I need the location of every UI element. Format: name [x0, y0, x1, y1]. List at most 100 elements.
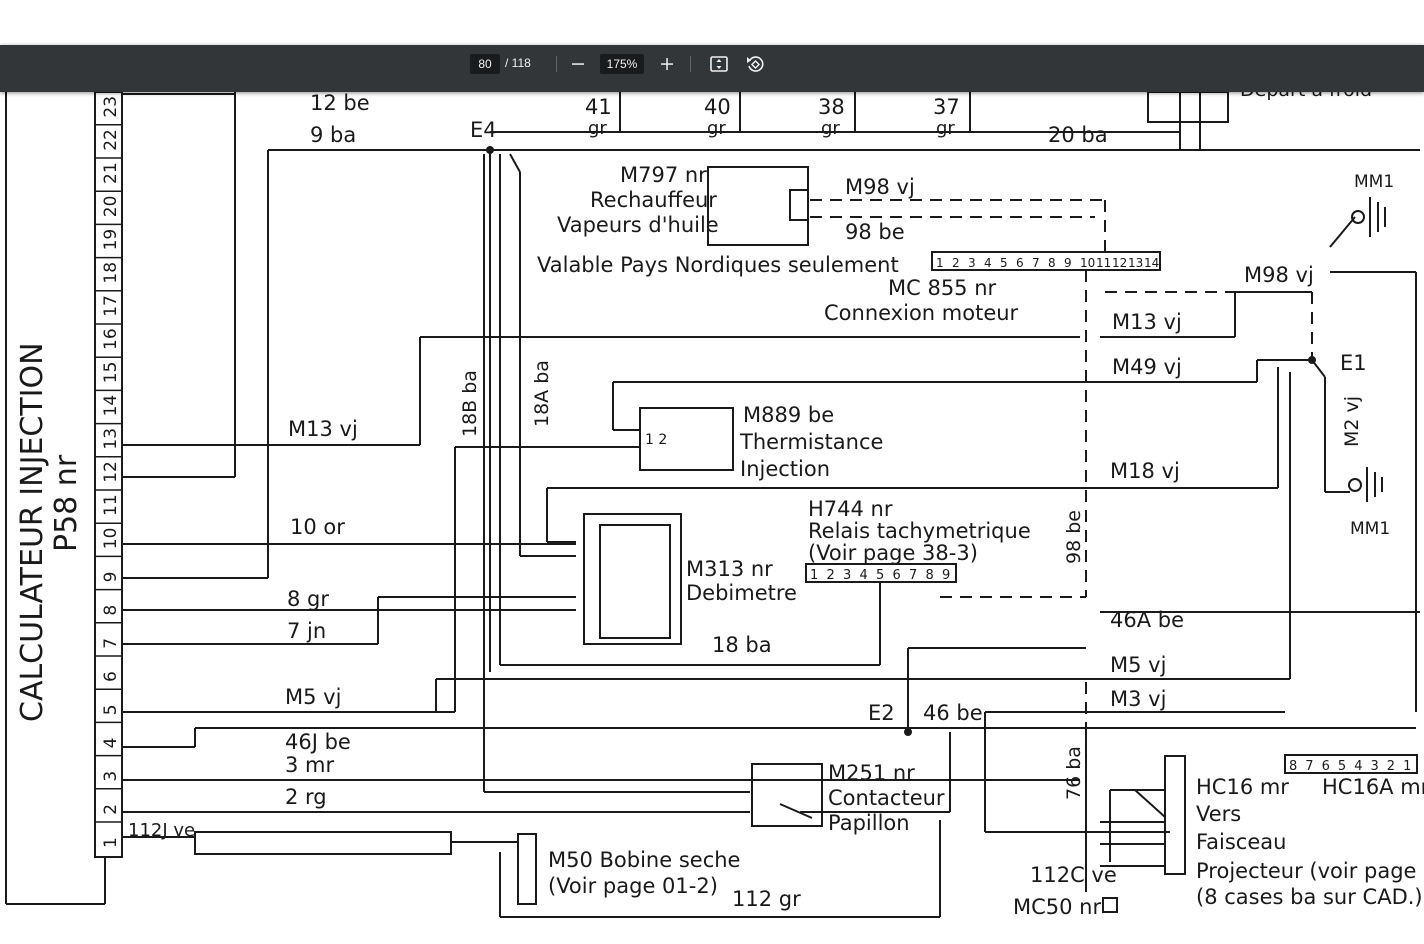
toolbar-divider: [690, 56, 691, 72]
pin-number: 20: [101, 196, 121, 218]
wire-label-7jn: 7 jn: [287, 619, 326, 643]
pin-number: 13: [1128, 256, 1143, 270]
pin-number: 1: [936, 256, 944, 270]
wire-label-20ba: 20 ba: [1048, 123, 1108, 147]
top-wire-40: 40: [704, 95, 731, 119]
pin-number: 23: [101, 96, 121, 118]
pin-number: 2: [101, 804, 121, 815]
m889-name2: Injection: [740, 457, 830, 481]
rotate-button[interactable]: [742, 52, 768, 76]
pin-number: 2: [1387, 759, 1395, 774]
top-wire-41-gr: gr: [588, 118, 607, 139]
pin-number: 17: [101, 295, 121, 317]
hc16-line2: Faisceau: [1196, 830, 1286, 854]
label-e1: E1: [1340, 351, 1367, 375]
pin-number: 3: [101, 771, 121, 782]
plus-icon: [661, 58, 673, 70]
junction-e4: [486, 146, 494, 154]
top-wire-38: 38: [818, 95, 845, 119]
mc855-ref: MC 855 nr: [888, 276, 997, 300]
pin-number: 18: [101, 262, 121, 284]
pin-number: 1: [101, 837, 121, 848]
wire-label-18b: 18B ba: [459, 370, 481, 437]
pin-number: 7: [1305, 759, 1313, 774]
pin-number: 4: [860, 568, 868, 583]
m251-throttle-switch-box: [751, 763, 823, 827]
pin-number: 6: [1322, 759, 1330, 774]
pin-number: 2: [827, 568, 835, 583]
pin-number: 11: [101, 494, 121, 516]
connector-p58-frame: [94, 92, 123, 858]
wire-label-m18: M18 vj: [1110, 459, 1180, 483]
pin-number: 9: [1064, 256, 1072, 270]
pin-number: 14: [1144, 256, 1159, 270]
wire-label-9ba: 9 ba: [310, 123, 356, 147]
pin-number: 3: [1371, 759, 1379, 774]
mc50-ref: MC50 nr: [1013, 895, 1101, 919]
pin-number: 3: [968, 256, 976, 270]
page-number-input[interactable]: [470, 54, 500, 74]
wiring-diagram: CALCULATEUR INJECTION P58 nr 12345678910…: [5, 92, 1424, 919]
zoom-level-input[interactable]: [600, 54, 644, 74]
wire-label-76ba: 76 ba: [1063, 746, 1085, 800]
m797-ref: M797 nr: [620, 163, 707, 187]
pin-number: 7: [101, 638, 121, 649]
m50-ref: M50 Bobine seche: [548, 848, 740, 872]
pin-number: 4: [101, 738, 121, 749]
m251-name1: Contacteur: [828, 786, 945, 810]
wire-label-112j: 112J ve: [128, 820, 195, 841]
wire-label-12be: 12 be: [310, 92, 370, 115]
wire-label-112c: 112C ve: [1030, 863, 1117, 887]
pin-number: 5: [1338, 759, 1346, 774]
toolbar-divider: [556, 56, 557, 72]
wire-label-m5: M5 vj: [285, 685, 341, 709]
zoom-out-button[interactable]: [565, 52, 591, 76]
m313-flowmeter-box: [583, 513, 682, 645]
pin-number: 6: [101, 671, 121, 682]
pin-number: 10: [101, 528, 121, 550]
m797-name2: Vapeurs d'huile: [557, 213, 719, 237]
wire-label-3mr: 3 mr: [285, 753, 334, 777]
hc16-line1: Vers: [1196, 802, 1241, 826]
h744-ref: H744 nr: [808, 497, 893, 521]
pin-number: 16: [101, 328, 121, 350]
wire-label-46j: 46J be: [285, 730, 351, 754]
m251-name2: Papillon: [828, 811, 910, 835]
top-wire-40-gr: gr: [707, 118, 726, 139]
pin-number: 4: [1354, 759, 1362, 774]
top-wire-41: 41: [585, 95, 612, 119]
pin-number: 21: [101, 162, 121, 184]
m889-pins: 1 2: [645, 432, 667, 448]
pin-number: 13: [101, 428, 121, 450]
hc16-connector: [1164, 755, 1186, 875]
wire-label-112gr: 112 gr: [732, 887, 801, 911]
connector-ref: P58 nr: [49, 454, 84, 552]
wire-label-m98-top: M98 vj: [845, 175, 915, 199]
zoom-in-button[interactable]: [654, 52, 680, 76]
minus-icon: [572, 63, 584, 65]
label-e2: E2: [868, 701, 895, 725]
wire-label-8gr: 8 gr: [287, 587, 329, 611]
label-depart-froid: Depart a froid: [1240, 92, 1372, 101]
fit-to-page-button[interactable]: [706, 52, 732, 76]
pin-number: 12: [1112, 256, 1127, 270]
connector-title: CALCULATEUR INJECTION: [15, 342, 50, 722]
wire-label-98be-vertical: 98 be: [1063, 510, 1085, 564]
wire-label-m3-right: M3 vj: [1110, 687, 1166, 711]
pin-number: 9: [942, 568, 950, 583]
fit-page-icon: [710, 56, 728, 72]
h744-name1: Relais tachymetrique: [808, 519, 1031, 543]
m313-name: Debimetre: [686, 581, 797, 605]
pin-number: 14: [101, 395, 121, 417]
pin-number: 6: [893, 568, 901, 583]
m889-ref: M889 be: [743, 403, 834, 427]
m797-heater-box: [707, 166, 809, 246]
pin-number: 1: [810, 568, 818, 583]
nordic-note: Valable Pays Nordiques seulement: [537, 253, 899, 277]
hc16-line3: Projecteur (voir page 38-: [1196, 859, 1424, 883]
m50-coil-box: [517, 833, 537, 905]
wire-label-m49: M49 vj: [1112, 355, 1182, 379]
